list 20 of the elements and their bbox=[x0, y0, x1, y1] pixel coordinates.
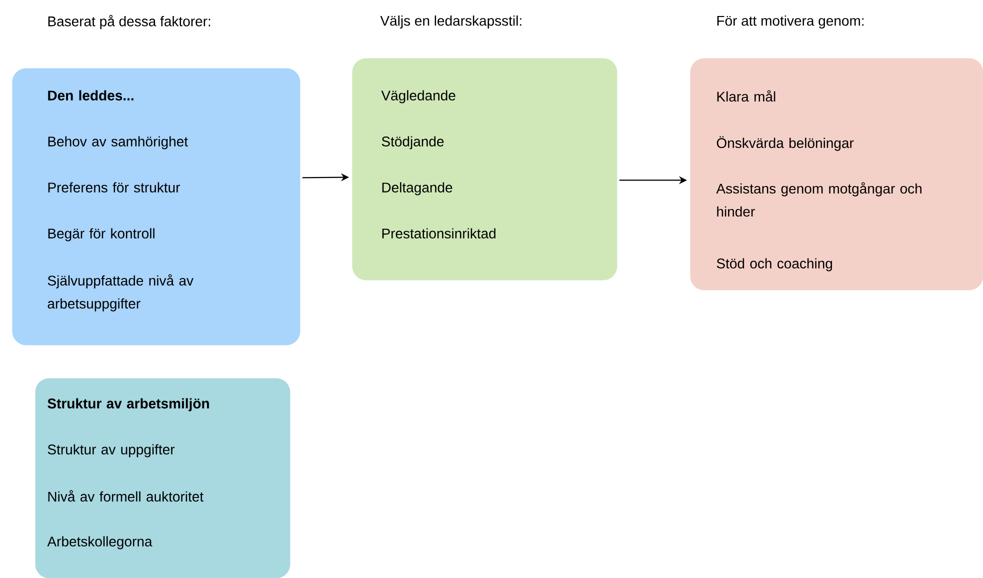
list-item: Stöd och coaching bbox=[716, 258, 832, 272]
list-item: Deltagande bbox=[382, 182, 452, 196]
column-heading: Väljs en ledarskapsstil: bbox=[380, 15, 522, 29]
box-heading: Den leddes... bbox=[48, 90, 134, 100]
list-item: Begär för kontroll bbox=[48, 228, 154, 242]
list-item: Assistans genom motgångar och hinder bbox=[716, 182, 922, 217]
list-item: Önskvärda belöningar bbox=[716, 136, 854, 151]
list-item: Stödjande bbox=[382, 136, 444, 150]
list-item: Behov av samhörighet bbox=[48, 136, 188, 150]
list-item: Vägledande bbox=[381, 90, 456, 104]
list-item: Nivå av formell auktoritet bbox=[48, 490, 204, 502]
list-item: Prestationsinriktad bbox=[382, 228, 496, 238]
list-item: Struktur av uppgifter bbox=[48, 444, 175, 458]
box-heading: Struktur av arbetsmiljön bbox=[48, 398, 209, 412]
column-heading: Baserat på dessa faktorer: bbox=[48, 14, 210, 30]
list-item: Arbetskollegorna bbox=[47, 536, 152, 550]
list-item: Preferens för struktur bbox=[48, 182, 180, 192]
column-heading: För att motivera genom: bbox=[717, 15, 864, 29]
list-item: Självuppfattade nivå av arbetsuppgifter bbox=[48, 274, 194, 312]
list-item: Klara mål bbox=[717, 90, 776, 102]
